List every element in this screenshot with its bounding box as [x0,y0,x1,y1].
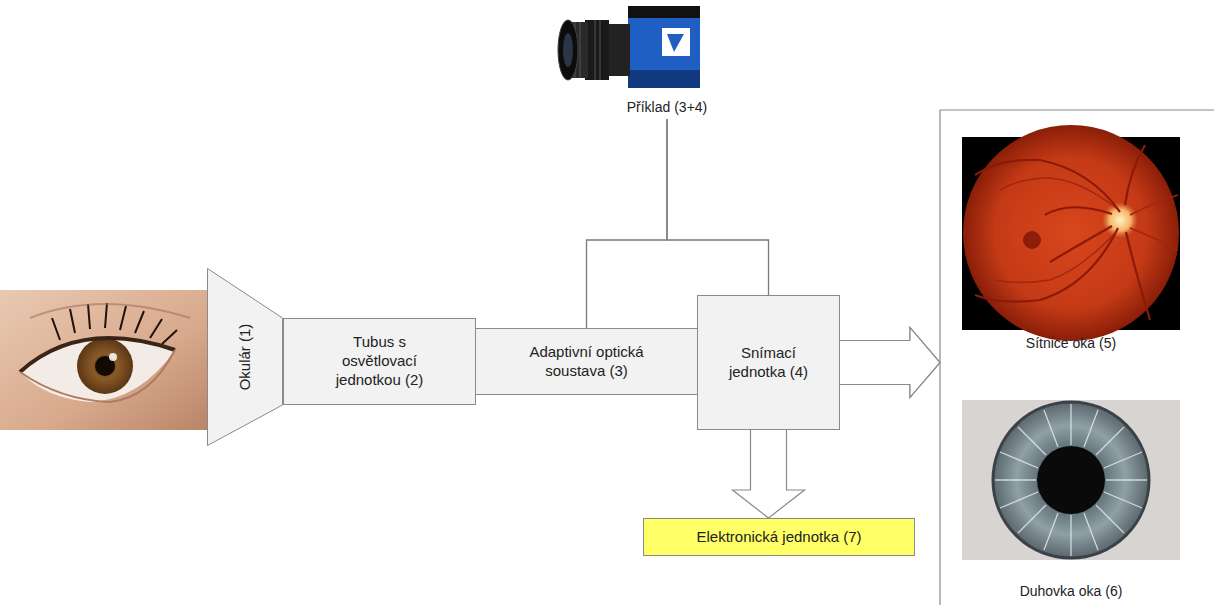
box-label: Tubus s osvětlovací jednotkou (2) [320,333,440,389]
process-box: Tubus s osvětlovací jednotkou (2) [283,318,476,405]
box-label: Adaptivní optická soustava (3) [512,343,662,381]
picture-caption: Příklad (3+4) [582,99,752,117]
iris-node: Duhovka oka (6) [958,398,1184,600]
box-label: Elektronická jednotka (7) [696,528,861,547]
eyepiece-trapezoid: Okulár (1) [207,268,283,446]
connector-line [587,119,668,328]
picture-caption: Sítnice oka (5) [958,335,1184,353]
retina-node: Sítnice oka (5) [958,135,1184,352]
picture-caption: Duhovka oka (6) [958,583,1184,601]
box-label: Okulár (1) [236,324,255,391]
process-box: Snímací jednotka (4) [697,295,840,430]
box-label: Snímací jednotka (4) [714,344,824,382]
block-arrow [840,328,940,398]
iris-picture [962,400,1180,560]
process-box: Adaptivní optická soustava (3) [475,328,698,395]
picture-caption-node: Příklad (3+4) [582,94,752,116]
panel-border [940,110,1214,605]
electronics-box: Elektronická jednotka (7) [643,518,915,556]
trapezoid-shape [208,269,283,446]
eye-photo [0,290,210,430]
block-arrow [733,430,805,518]
block-arrow [840,328,940,398]
retina-picture [962,125,1180,341]
camera-picture [558,6,700,88]
connector-line [667,119,769,295]
